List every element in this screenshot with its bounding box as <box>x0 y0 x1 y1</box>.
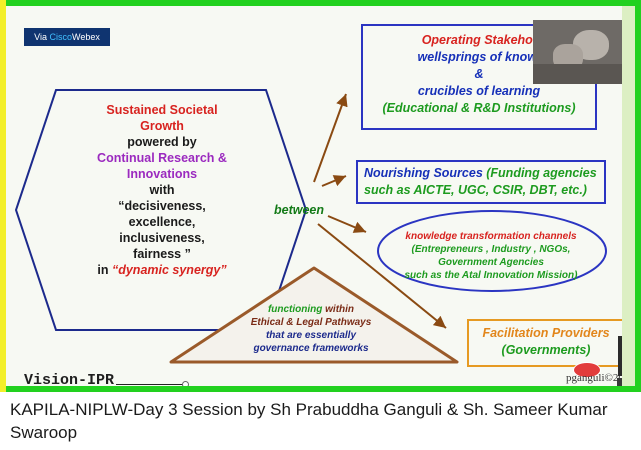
hex-line-2: Growth <box>140 119 184 133</box>
ellipse-shape <box>377 210 607 292</box>
hexagon-text: Sustained Societal Growth powered by Con… <box>72 102 252 278</box>
hex-line-3: powered by <box>127 135 197 149</box>
box2-line-1: Nourishing Sources (Funding agencies <box>364 165 600 182</box>
tri-line-1a: functioning <box>267 304 326 315</box>
hex-line-9: inclusiveness, <box>119 231 205 245</box>
box2-line-1b: (Funding agencies <box>486 166 597 180</box>
hex-line-6: with <box>149 183 175 197</box>
diagram-shapes <box>14 89 607 364</box>
video-shadow <box>533 64 622 84</box>
tri-line-1: functioning within <box>236 303 386 316</box>
hex-line-8: excellence, <box>128 215 196 229</box>
vision-dot <box>182 381 189 386</box>
hex-line-10: fairness ” <box>133 247 191 261</box>
hex-line-11: in “dynamic synergy” <box>72 262 252 278</box>
tri-line-4: governance frameworks <box>253 343 369 354</box>
hex-line-11a: in <box>97 263 112 277</box>
presenter-logo <box>573 362 601 378</box>
presentation-slide: Via CiscoWebex Sustained Societal Growth… <box>6 6 622 386</box>
vision-ipr-logo: Vision-IPR <box>24 372 115 386</box>
video-title[interactable]: KAPILA-NIPLW-Day 3 Session by Sh Prabudd… <box>10 400 608 442</box>
arrow-to-facilitation <box>317 223 447 329</box>
ellipse-line-2: (Entrepreneurs , Industry , NGOs, <box>411 244 571 255</box>
left-yellow-edge <box>0 0 6 450</box>
box1-text: Operating Stakehol wellsprings of knowl … <box>363 32 595 117</box>
hex-line-4: Continual Research & <box>97 151 227 165</box>
knowledge-channels-text: knowledge transformation channels (Entre… <box>381 230 601 282</box>
nourishing-sources-box: Nourishing Sources (Funding agencies suc… <box>356 160 606 204</box>
triangle-shape <box>169 266 459 364</box>
copyright-credit: pganguli©20 <box>566 372 622 384</box>
between-label: between <box>274 203 325 217</box>
badge-via: Via <box>34 32 50 42</box>
hex-line-7: “decisiveness, <box>118 199 206 213</box>
tri-line-2: Ethical & Legal Pathways <box>250 317 372 328</box>
badge-webex: Webex <box>72 32 100 42</box>
box2-line-1a: Nourishing Sources <box>364 166 487 180</box>
hex-line-1: Sustained Societal <box>106 103 218 117</box>
tri-line-1b: within <box>325 304 355 315</box>
arrow-to-channels <box>327 215 367 233</box>
arrow-to-stakeholders <box>313 93 348 183</box>
slide-page-number: 19 <box>617 378 622 386</box>
webex-badge: Via CiscoWebex <box>24 28 110 46</box>
box2-line-2: such as AICTE, UGC, CSIR, DBT, etc.) <box>364 183 587 197</box>
box3-line-2: (Governments) <box>501 343 591 357</box>
box1-line-3: & <box>474 67 484 81</box>
facilitation-providers-box: Facilitation Providers (Governments) <box>467 319 622 367</box>
video-control-strip[interactable] <box>618 336 622 376</box>
presenter-video-thumbnail[interactable] <box>533 20 622 84</box>
box1-line-1: Operating Stakehol <box>421 33 537 47</box>
hex-line-5: Innovations <box>126 167 198 181</box>
tri-line-3: that are essentially <box>265 330 357 341</box>
hex-line-11b: “dynamic synergy” <box>111 263 227 277</box>
box1-line-5: (Educational & R&D Institutions) <box>382 101 576 115</box>
vision-underline <box>116 384 184 385</box>
ellipse-line-4: such as the Atal Innovation Mission) <box>404 270 578 281</box>
ellipse-line-1: knowledge transformation channels <box>405 231 577 242</box>
box3-text: Facilitation Providers (Governments) <box>469 325 622 359</box>
box2-text: Nourishing Sources (Funding agencies suc… <box>364 165 600 199</box>
video-caption: KAPILA-NIPLW-Day 3 Session by Sh Prabudd… <box>0 392 641 450</box>
box1-line-2: wellsprings of knowl <box>417 50 541 64</box>
triangle-text: functioning within Ethical & Legal Pathw… <box>236 303 386 355</box>
arrow-to-nourishing <box>321 175 347 187</box>
box3-line-1: Facilitation Providers <box>482 326 610 340</box>
box1-line-4: crucibles of learning <box>417 84 541 98</box>
ellipse-line-3: Government Agencies <box>438 257 544 268</box>
badge-cisco: Cisco <box>49 32 72 42</box>
